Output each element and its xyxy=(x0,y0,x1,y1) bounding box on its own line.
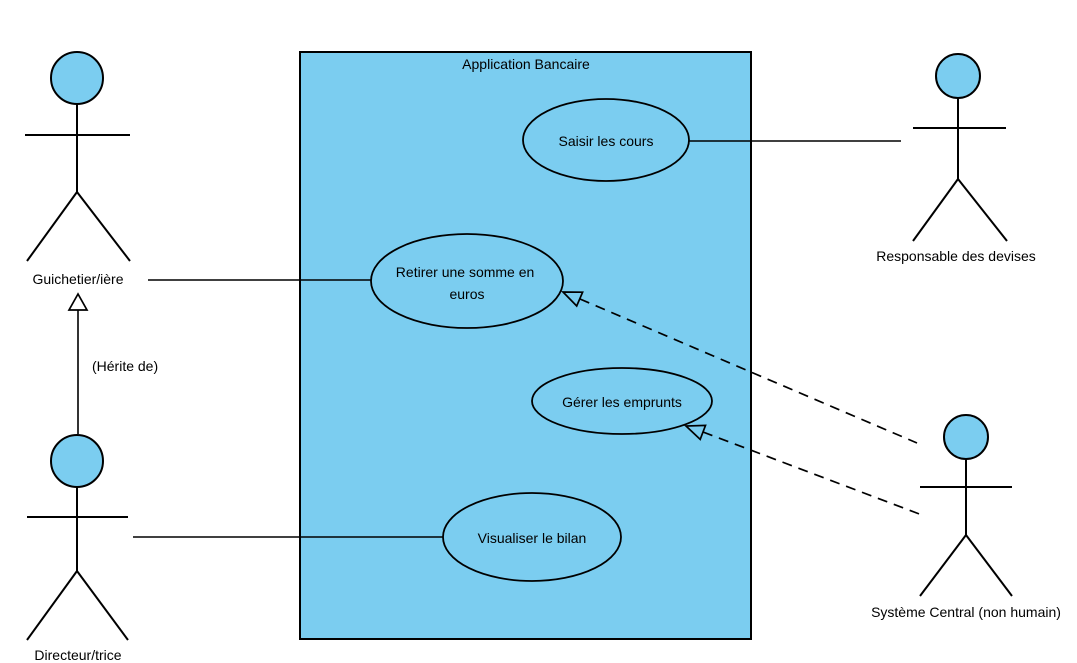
dependency-line xyxy=(702,431,923,516)
actor-right-leg xyxy=(957,178,1008,242)
system-boundary-group: Application Bancaire xyxy=(299,51,752,640)
use-case-label-line2: euros xyxy=(449,286,484,302)
use-case-ellipse xyxy=(442,492,622,582)
actor-right-leg xyxy=(76,570,129,641)
use-case-retirer-somme-euros: Retirer une somme en euros xyxy=(370,233,564,329)
dependency-systeme-retirer xyxy=(560,291,918,444)
actor-directeur: Directeur/trice xyxy=(26,434,129,663)
actor-label: Guichetier/ière xyxy=(32,271,123,287)
use-case-ellipse xyxy=(531,367,713,435)
actor-left-leg xyxy=(26,570,78,641)
dependency-systeme-gerer xyxy=(683,424,923,516)
use-case-label: Visualiser le bilan xyxy=(478,530,587,546)
actor-left-leg xyxy=(912,178,959,242)
use-case-ellipse xyxy=(370,233,564,329)
system-boundary xyxy=(299,51,752,640)
actor-label: Directeur/trice xyxy=(34,647,121,663)
actor-head-icon xyxy=(50,434,104,488)
actor-responsable-devises: Responsable des devises xyxy=(876,53,1036,264)
inheritance-label: (Hérite de) xyxy=(92,358,158,374)
use-case-label: Retirer une somme en euros xyxy=(396,264,538,302)
open-arrowhead-icon xyxy=(560,291,584,308)
actor-right-leg xyxy=(965,534,1013,597)
actor-left-leg xyxy=(919,534,967,597)
system-title: Application Bancaire xyxy=(462,56,590,72)
actor-systeme-central: Système Central (non humain) xyxy=(871,414,1061,620)
use-case-visualiser-le-bilan: Visualiser le bilan xyxy=(442,492,622,582)
actor-left-leg xyxy=(26,191,78,262)
use-case-saisir-les-cours: Saisir les cours xyxy=(522,98,690,182)
use-case-ellipse xyxy=(522,98,690,182)
use-case-label-line1: Retirer une somme en xyxy=(396,264,535,280)
open-arrowhead-icon xyxy=(683,424,707,441)
actor-head-icon xyxy=(50,51,104,105)
actor-right-leg xyxy=(76,191,131,262)
actor-label: Responsable des devises xyxy=(876,248,1036,264)
generalization-directeur-guichetier: (Hérite de) xyxy=(67,292,158,434)
use-case-label: Saisir les cours xyxy=(559,133,654,149)
generalization-arrowhead-icon xyxy=(67,292,89,311)
use-case-gerer-les-emprunts: Gérer les emprunts xyxy=(531,367,713,435)
actor-guichetier: Guichetier/ière xyxy=(25,51,131,287)
actor-head-icon xyxy=(935,53,981,99)
actor-head-icon xyxy=(943,414,989,460)
use-case-label: Gérer les emprunts xyxy=(562,394,682,410)
actor-label: Système Central (non humain) xyxy=(871,604,1061,620)
